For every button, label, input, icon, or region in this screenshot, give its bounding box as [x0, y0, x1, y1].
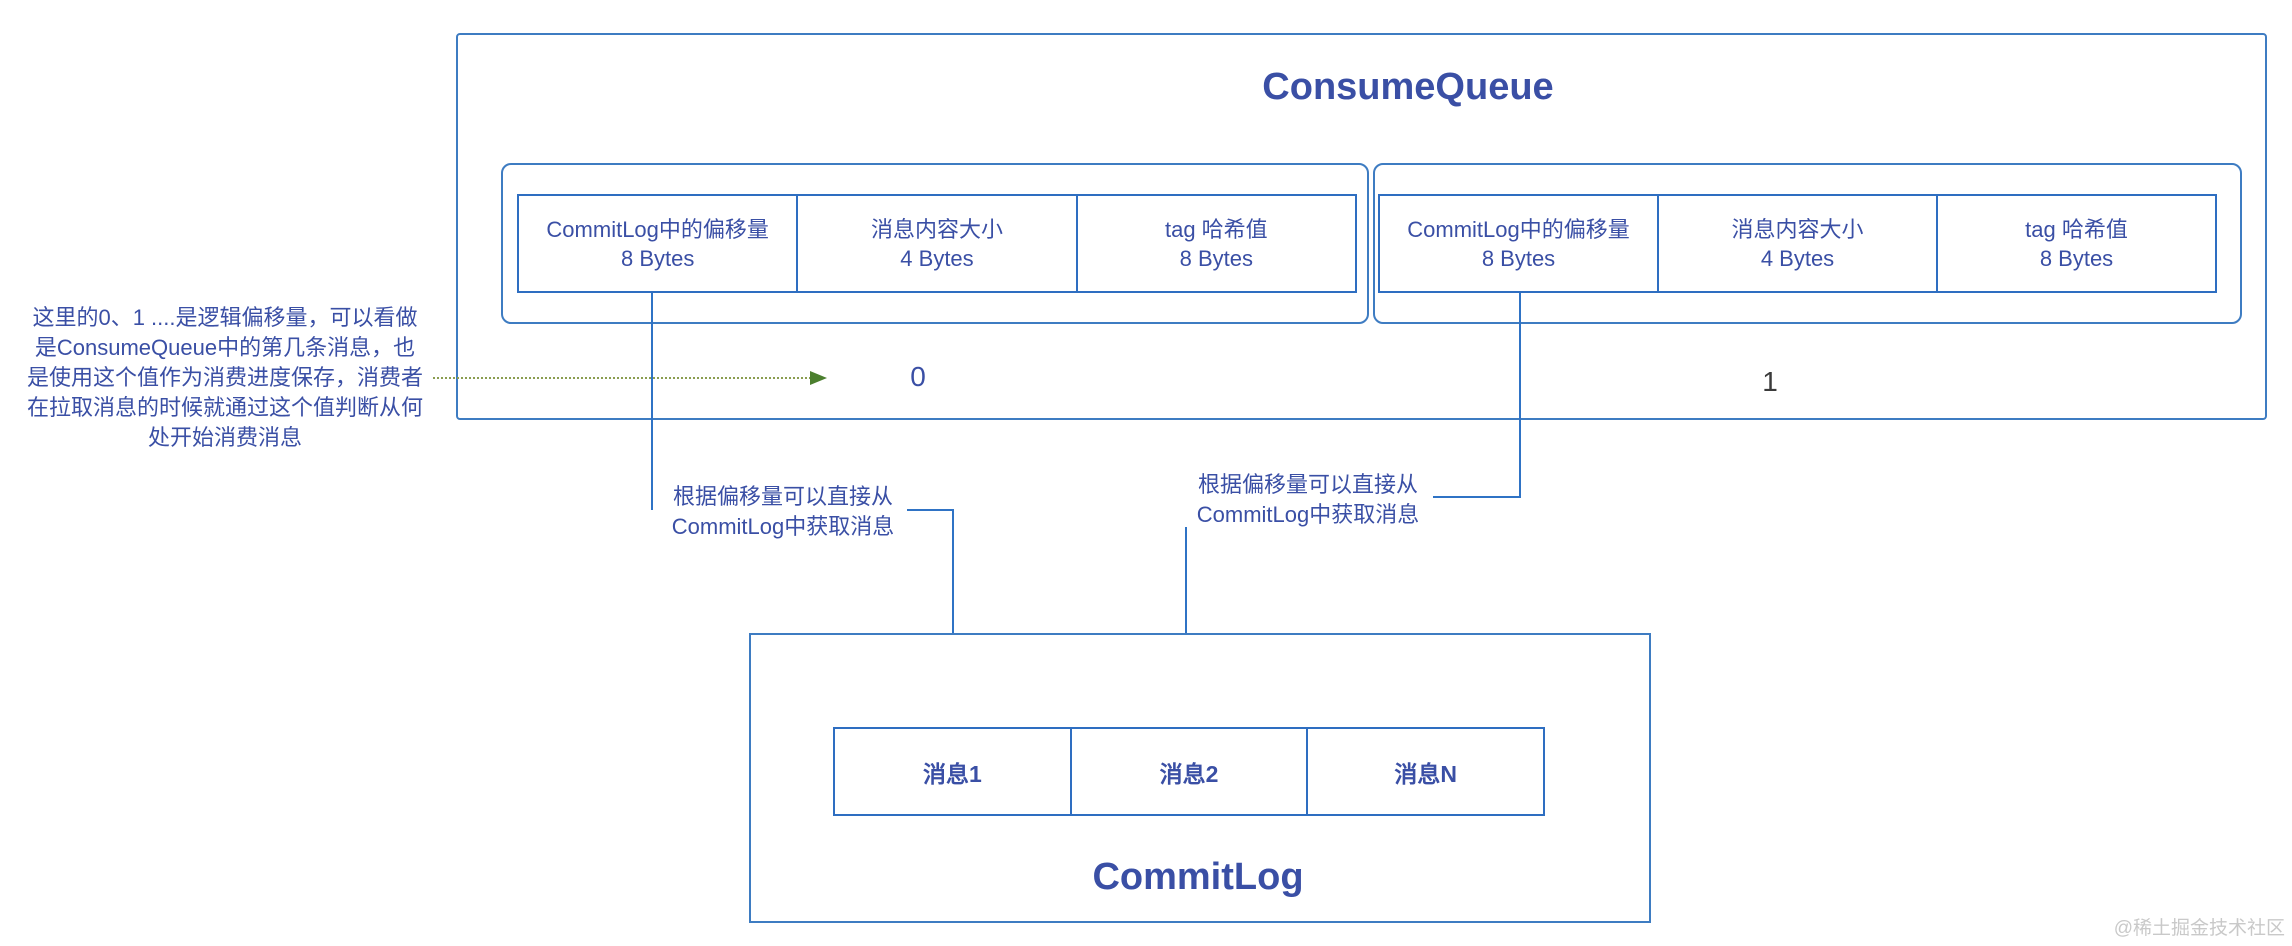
commit-log-message-table: 消息1 消息2 消息N: [833, 727, 1545, 816]
entry-1-field-taghash: tag 哈希值 8 Bytes: [1936, 196, 2215, 291]
field-name: CommitLog中的偏移量: [1407, 216, 1630, 242]
field-size: 8 Bytes: [2039, 245, 2114, 271]
entry-1-field-table: CommitLog中的偏移量 8 Bytes 消息内容大小 4 Bytes ta…: [1378, 194, 2217, 293]
message-cell-1: 消息1: [922, 760, 982, 787]
dotted-pointer-line: [433, 377, 811, 379]
watermark: @稀土掘金技术社区: [2113, 918, 2285, 939]
entry-1-field-offset: CommitLog中的偏移量 8 Bytes: [1380, 196, 1657, 291]
field-size: 4 Bytes: [900, 245, 974, 271]
connector-entry0-down-line: [651, 293, 653, 510]
message-cell-n: 消息N: [1306, 729, 1543, 814]
field-size: 8 Bytes: [1179, 245, 1253, 271]
field-size: 8 Bytes: [1481, 245, 1556, 271]
field-size: 8 Bytes: [620, 245, 695, 271]
entry-1-index-label: 1: [1762, 366, 1778, 397]
connector-to-message2-line: [1185, 527, 1187, 713]
entry-1-field-msgsize: 消息内容大小 4 Bytes: [1657, 196, 1936, 291]
field-name: tag 哈希值: [1164, 216, 1268, 242]
connector-to-message1-line: [952, 509, 954, 713]
consume-queue-title: ConsumeQueue: [1262, 66, 1554, 108]
field-name: tag 哈希值: [2025, 216, 2128, 242]
entry-0-field-table: CommitLog中的偏移量 8 Bytes 消息内容大小 4 Bytes ta…: [517, 194, 1357, 293]
connector-entry1-down-line: [1519, 293, 1521, 497]
entry-0-field-msgsize: 消息内容大小 4 Bytes: [796, 196, 1075, 291]
field-name: 消息内容大小: [1731, 216, 1864, 242]
logical-offset-annotation: 这里的0、1 ....是逻辑偏移量，可以看做 是ConsumeQueue中的第几…: [26, 305, 423, 450]
fetch-note-left: 根据偏移量可以直接从 CommitLog中获取消息: [671, 484, 895, 539]
green-arrowhead-icon: [810, 371, 827, 385]
connector-left-horizontal-line: [907, 509, 954, 511]
commit-log-title: CommitLog: [1092, 856, 1304, 898]
fetch-note-right: 根据偏移量可以直接从 CommitLog中获取消息: [1196, 472, 1420, 527]
field-name: 消息内容大小: [870, 216, 1003, 242]
field-name: CommitLog中的偏移量: [546, 216, 769, 242]
entry-0-field-taghash: tag 哈希值 8 Bytes: [1075, 196, 1355, 291]
entry-0-index-label: 0: [910, 361, 926, 392]
connector-right-horizontal-line: [1433, 496, 1521, 498]
message-cell-2: 消息2: [1069, 729, 1307, 814]
entry-0-field-offset: CommitLog中的偏移量 8 Bytes: [519, 196, 796, 291]
field-size: 4 Bytes: [1760, 245, 1835, 271]
